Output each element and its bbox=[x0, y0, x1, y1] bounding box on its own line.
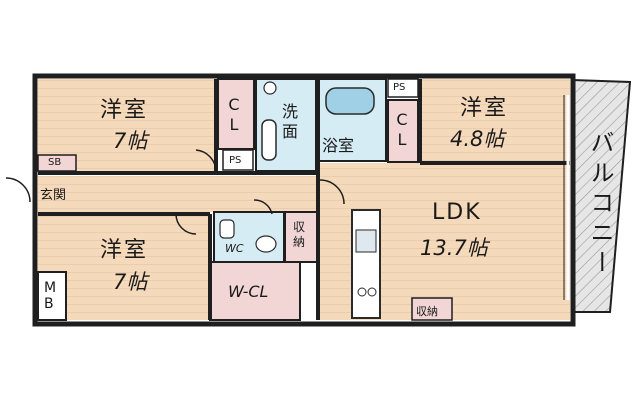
ps-mid-label: PS bbox=[229, 155, 242, 166]
washroom-label: 洗面 bbox=[282, 102, 299, 141]
room-east-name: 洋室 bbox=[460, 96, 509, 121]
meter-box bbox=[37, 271, 67, 321]
sb-label: SB bbox=[48, 157, 62, 168]
closet-north-label: CL bbox=[228, 95, 240, 134]
storage-mid-label: 収納 bbox=[293, 220, 306, 249]
toilet-tank-icon bbox=[219, 219, 235, 239]
door-swing bbox=[175, 213, 197, 235]
kitchen-counter bbox=[351, 209, 381, 319]
door-swing bbox=[195, 149, 217, 173]
storage-ldk bbox=[411, 297, 453, 321]
closet-east bbox=[387, 99, 419, 163]
pipe-space-mid bbox=[222, 149, 254, 171]
room-west-south-name: 洋室 bbox=[100, 238, 149, 263]
room-west-south-size: 7帖 bbox=[113, 270, 148, 294]
entrance-door-swing bbox=[5, 177, 31, 203]
bathtub-icon bbox=[325, 87, 375, 115]
ps-top-label: PS bbox=[393, 82, 406, 93]
room-west-north-name: 洋室 bbox=[100, 98, 149, 123]
balcony-label: バルコニー bbox=[586, 130, 614, 280]
entrance-label: 玄関 bbox=[40, 188, 67, 203]
closet-east-label: CL bbox=[396, 110, 408, 149]
stove-burner-icon bbox=[367, 287, 377, 297]
room-east bbox=[420, 79, 570, 163]
storage-ldk-label: 収納 bbox=[416, 305, 438, 318]
toilet-bowl-icon bbox=[255, 235, 277, 253]
door-swing bbox=[319, 179, 345, 205]
walk-in-closet-label: W-CL bbox=[228, 282, 269, 301]
bathroom-label: 浴室 bbox=[322, 136, 355, 155]
sink-icon bbox=[261, 119, 277, 161]
room-east-size: 4.8帖 bbox=[450, 127, 505, 151]
wc-label: WC bbox=[225, 242, 244, 255]
stove-burner-icon bbox=[357, 287, 367, 297]
room-west-north-size: 7帖 bbox=[113, 129, 148, 153]
room-ldk-size: 13.7帖 bbox=[420, 236, 488, 260]
door-swing bbox=[253, 199, 273, 215]
hallway bbox=[38, 176, 318, 212]
mb-label: MB bbox=[44, 280, 57, 312]
washer-icon bbox=[263, 81, 277, 95]
kitchen-sink-icon bbox=[355, 229, 377, 253]
room-ldk-name: LDK bbox=[432, 200, 482, 225]
